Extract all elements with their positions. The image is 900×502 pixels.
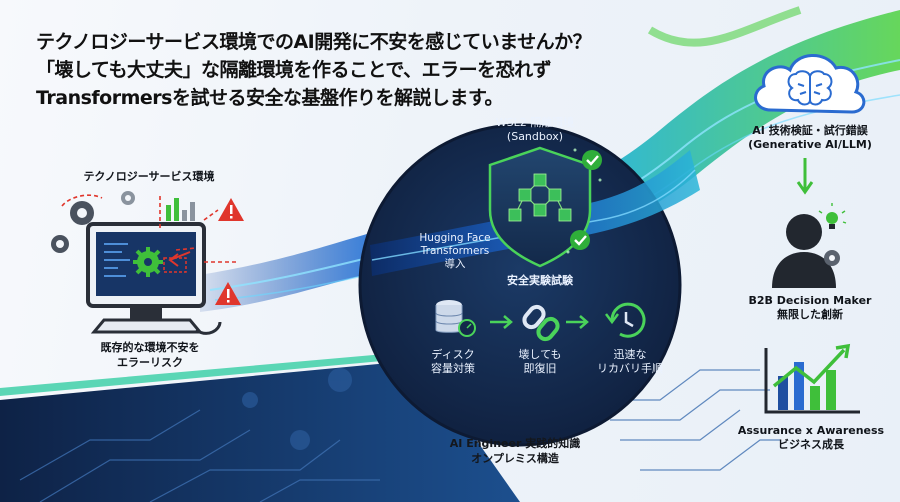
cloud-label: AI 技術検証・試行錯誤 (Generative AI/LLM) (735, 124, 885, 152)
hf-line-2: Transformers (420, 245, 490, 257)
sandbox-line-1: WSL2 隔離環境 (495, 116, 575, 129)
safe-experiment-label: 安全実験試験 (507, 274, 573, 287)
headline-line-1: テクノロジーサービス環境でのAI開発に不安を感じていませんか？ (36, 31, 592, 53)
step-disk-line-1: ディスク (431, 348, 475, 361)
headline-line-3: Transformersを試せる安全な基盤作りを解説します。 (36, 87, 504, 109)
step-restore-line-2: 即復旧 (523, 362, 557, 375)
bottom-dark-band (0, 360, 520, 502)
sandbox-line-2: (Sandbox) (506, 130, 564, 143)
monitor-icon (86, 222, 206, 334)
arrow-right-icon (566, 315, 589, 329)
left-caption-line-2: エラーリスク (117, 356, 183, 369)
person-line-2: 無限した創新 (777, 308, 843, 321)
step-disk-label: ディスク 容量対策 (418, 348, 488, 376)
person-line-1: B2B Decision Maker (748, 294, 872, 307)
gear-icon (133, 247, 163, 277)
recovery-clock-icon (605, 302, 646, 338)
circuit-traces (19, 369, 780, 502)
check-circle-icon (570, 230, 590, 250)
arrow-down-icon (796, 158, 814, 195)
bottom-teal-stripe (0, 350, 436, 396)
headline-line-2: 「壊しても大丈夫」な隔離環境を作ることで、エラーを恐れず (36, 59, 552, 81)
gear-icon (51, 235, 69, 253)
cloud-brain-icon (754, 54, 866, 114)
person-label: B2B Decision Maker 無限した創新 (740, 294, 880, 322)
warning-icon (215, 282, 241, 305)
step-restore-label: 壊しても 即復旧 (505, 348, 575, 376)
cloud-line-1: AI 技術検証・試行錯誤 (752, 124, 868, 137)
growth-label: Assurance x Awareness ビジネス成長 (736, 424, 886, 452)
cloud-line-2: (Generative AI/LLM) (748, 138, 872, 151)
gear-icon (70, 201, 94, 225)
left-caption-line-1: 既存的な環境不安を (100, 341, 200, 354)
bottom-engineer-label: AI Engineer 実践的知識 オンプレミス構造 (440, 436, 590, 466)
hf-line-1: Hugging Face (419, 232, 491, 244)
broken-link-icon (522, 304, 560, 342)
step-disk-line-2: 容量対策 (431, 362, 475, 375)
cube-network-icon (508, 173, 572, 222)
gear-icon (121, 191, 135, 205)
left-caption: 既存的な環境不安を エラーリスク (70, 340, 230, 370)
bottom-line-2: オンプレミス構造 (471, 452, 559, 465)
person-icon (772, 214, 836, 288)
growth-line-2: ビジネス成長 (778, 438, 844, 451)
small-bar-chart-icon (166, 198, 195, 221)
bottom-line-1: AI Engineer 実践的知識 (449, 437, 581, 450)
gear-icon (824, 250, 840, 266)
bg-gears (242, 368, 352, 450)
huggingface-label: Hugging Face Transformers 導入 (410, 232, 500, 271)
step-recovery-label: 迅速な リカバリ手順 (585, 348, 675, 376)
database-icon (435, 300, 476, 337)
headline: テクノロジーサービス環境でのAI開発に不安を感じていませんか？ 「壊しても大丈夫… (36, 28, 636, 112)
warning-icon (218, 198, 244, 221)
left-environment-title: テクノロジーサービス環境 (83, 170, 215, 183)
error-dashed-lines (61, 194, 236, 263)
check-circle-icon (582, 150, 602, 170)
hf-line-3: 導入 (444, 258, 466, 270)
step-restore-line-1: 壊しても (518, 348, 562, 361)
lightbulb-icon (818, 203, 847, 229)
growth-chart-icon (764, 343, 860, 414)
arrow-right-icon (490, 315, 513, 329)
growth-line-1: Assurance x Awareness (737, 424, 885, 437)
step-recovery-line-2: リカバリ手順 (597, 362, 663, 375)
sandbox-label: WSL2 隔離環境 (Sandbox) (470, 116, 600, 144)
step-recovery-line-1: 迅速な (613, 348, 647, 361)
